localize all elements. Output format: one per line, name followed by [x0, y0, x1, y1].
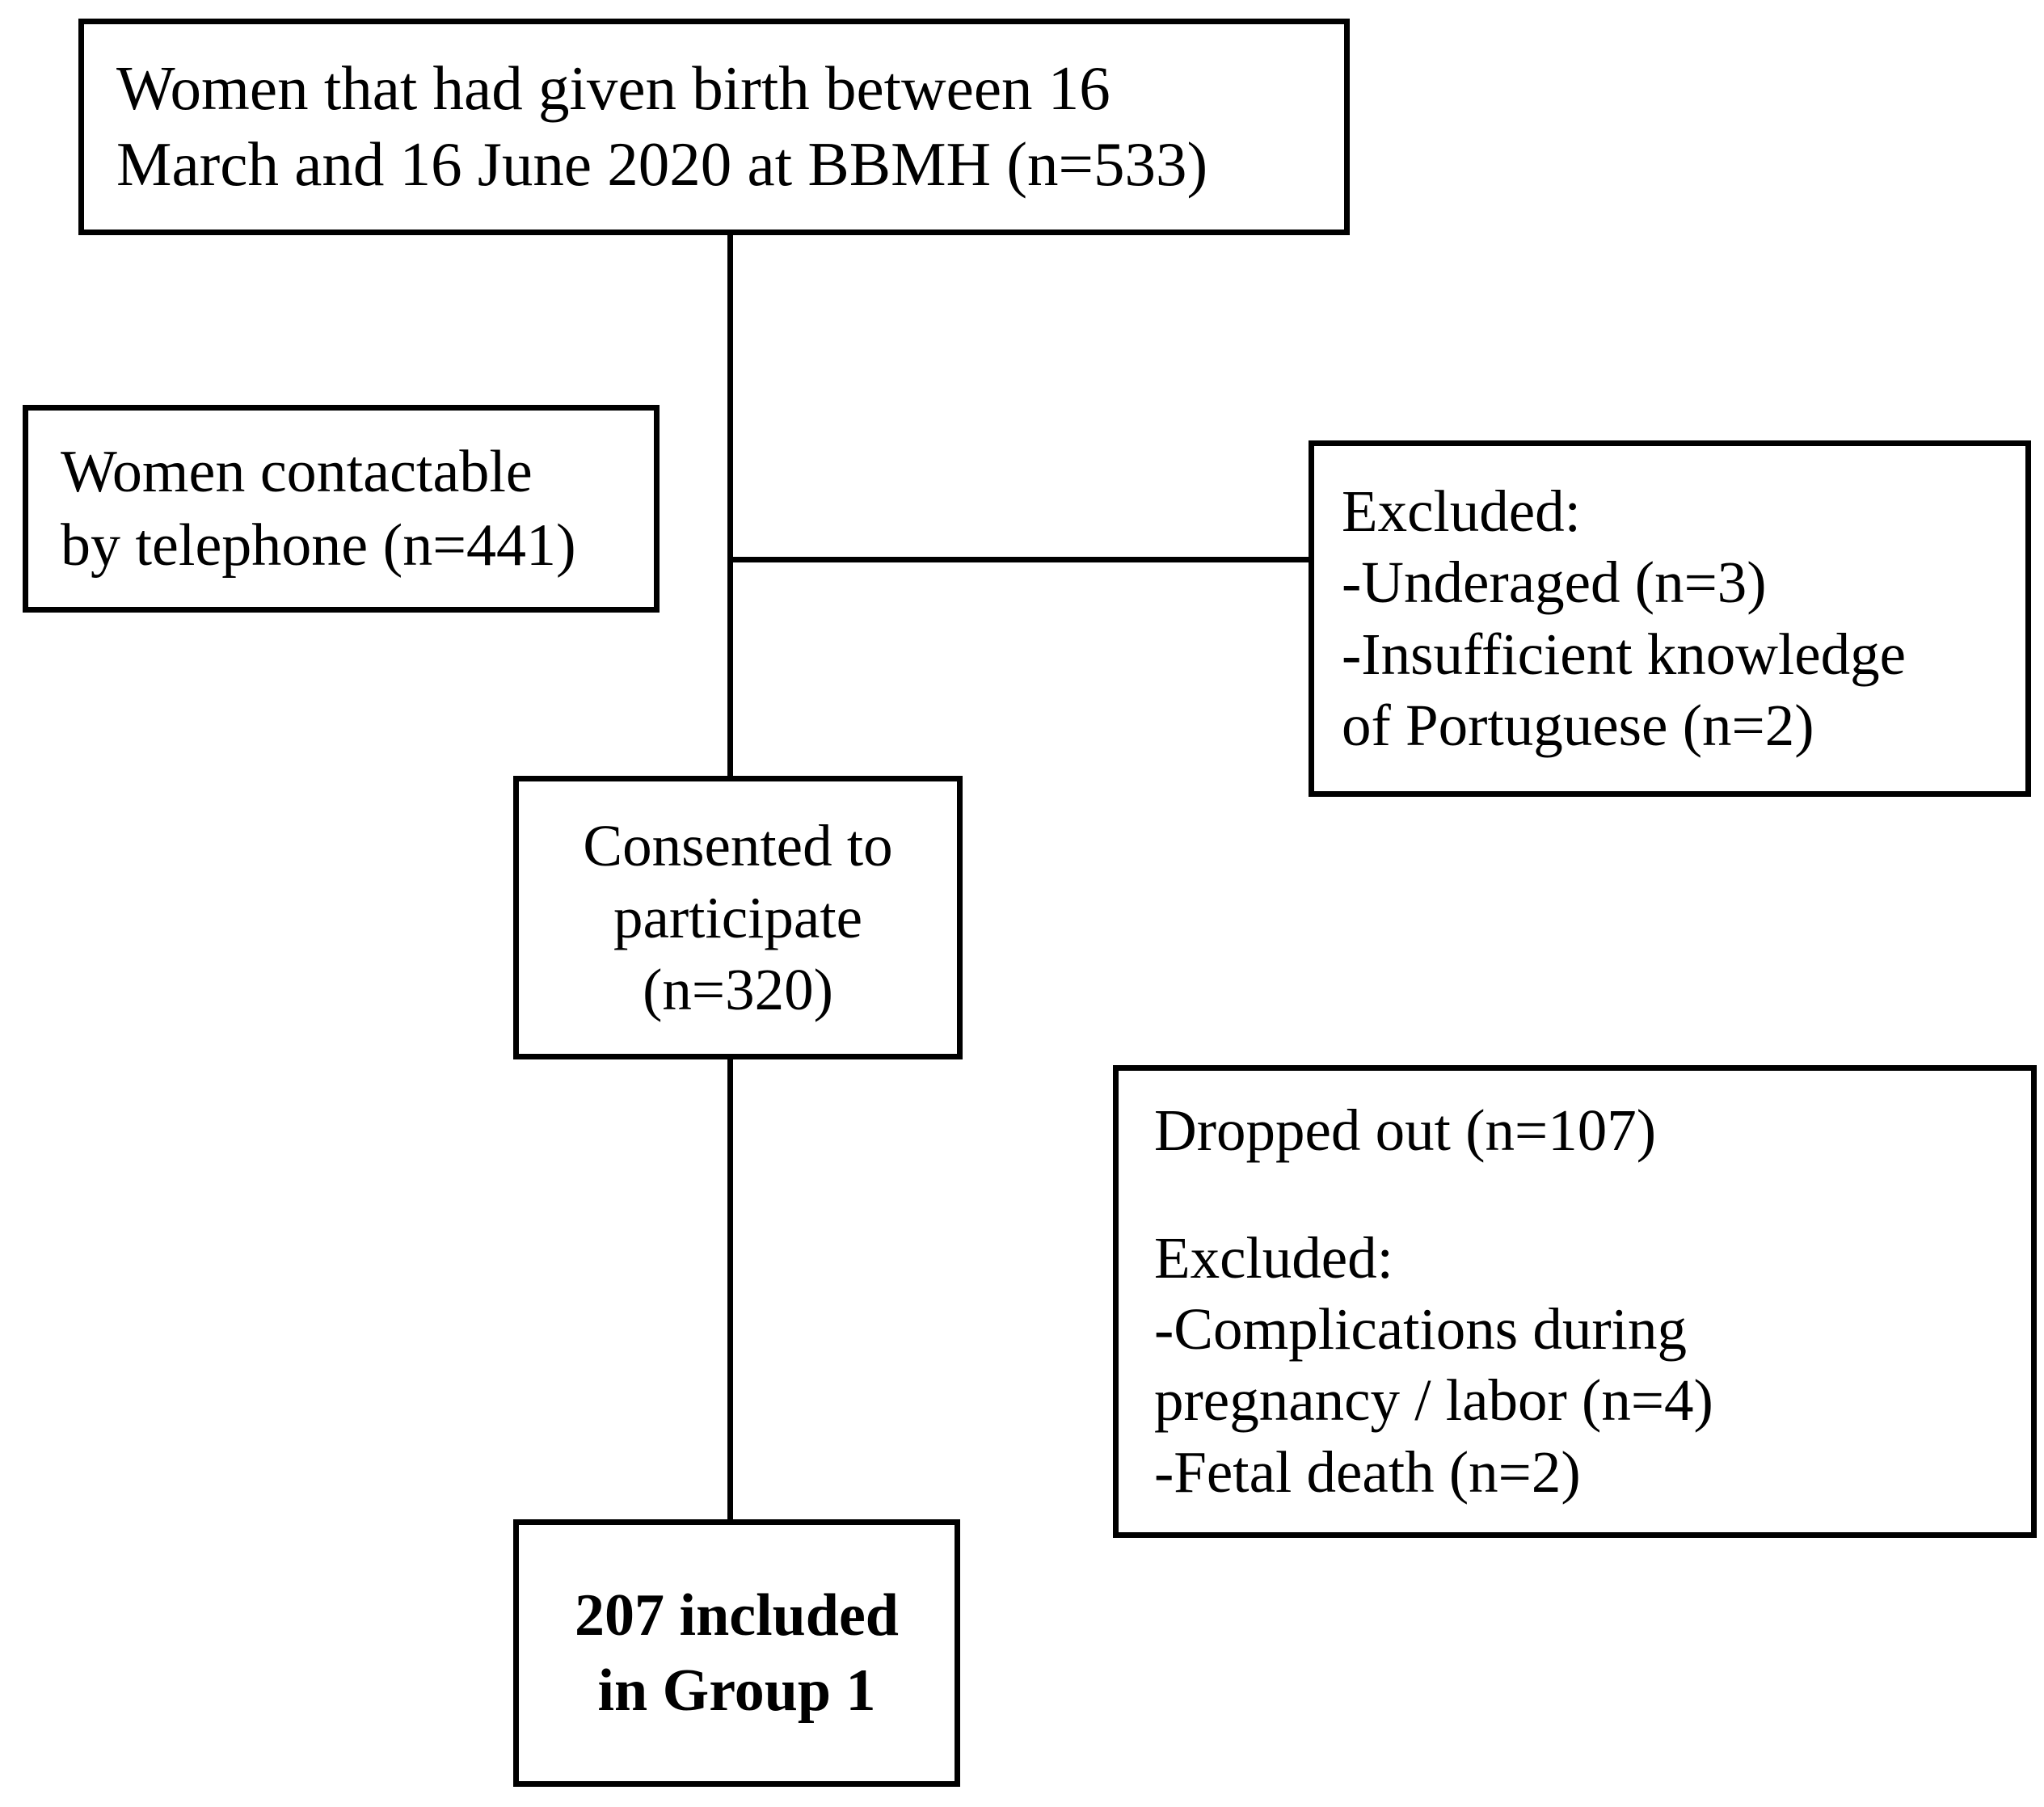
node-consented-to-participate: Consented to participate (n=320): [513, 776, 963, 1059]
excluded-first-reason-language-line-2: of Portuguese (n=2): [1342, 692, 1814, 758]
excluded-first-reason-language-line-1: -Insufficient knowledge: [1342, 621, 1907, 687]
contactable-line-1: Women contactable: [61, 439, 533, 506]
connector-branch-to-excluded-first: [727, 557, 1311, 562]
dropped-excluded-reason-fetal-death: -Fetal death (n=2): [1154, 1438, 1581, 1505]
connector-consented-to-included: [727, 1055, 733, 1523]
connector-source-to-consented: [727, 232, 733, 778]
consented-line-1: Consented to: [583, 812, 893, 878]
excluded-first-heading: Excluded:: [1342, 478, 1581, 544]
dropped-excluded-reason-complications-line-1: -Complications during: [1154, 1296, 1687, 1362]
contactable-line-2: by telephone (n=441): [61, 512, 576, 579]
node-source-population: Women that had given birth between 16 Ma…: [78, 19, 1350, 235]
node-final-included-group: 207 included in Group 1: [513, 1519, 960, 1787]
source-population-line-2: March and 16 June 2020 at BBMH (n=533): [116, 129, 1208, 199]
dropped-excluded-reason-complications-line-2: pregnancy / labor (n=4): [1154, 1367, 1713, 1434]
consented-line-3: (n=320): [643, 957, 833, 1023]
consented-line-2: participate: [613, 884, 863, 950]
dropped-out-count: Dropped out (n=107): [1154, 1097, 1656, 1163]
excluded-first-reason-underaged: -Underaged (n=3): [1342, 550, 1767, 616]
node-contactable-by-telephone: Women contactable by telephone (n=441): [23, 405, 660, 613]
included-line-2: in Group 1: [597, 1657, 876, 1724]
node-excluded-first-stage: Excluded: -Underaged (n=3) -Insufficient…: [1309, 440, 2031, 797]
included-line-1: 207 included: [575, 1582, 899, 1649]
dropped-excluded-heading: Excluded:: [1154, 1224, 1393, 1291]
source-population-line-1: Women that had given birth between 16: [116, 53, 1111, 124]
node-dropped-out-and-excluded: Dropped out (n=107) Excluded: -Complicat…: [1113, 1065, 2037, 1538]
